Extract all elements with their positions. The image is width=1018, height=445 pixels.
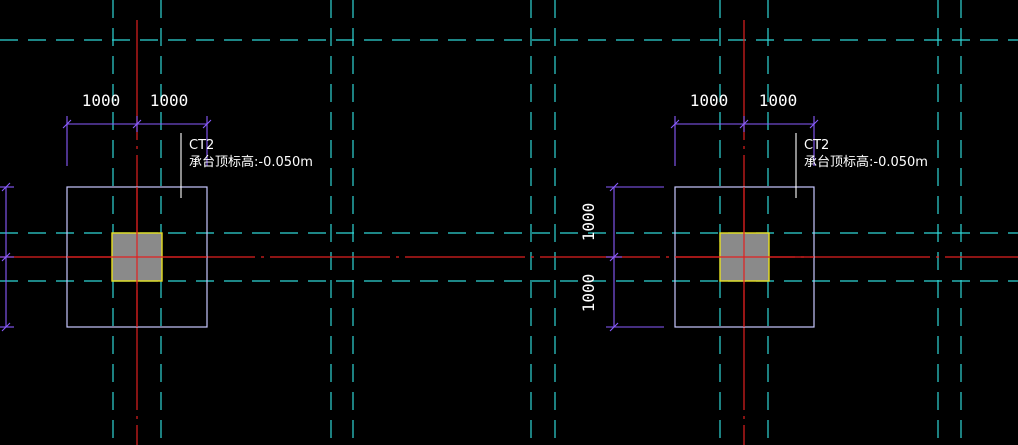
dimension-left-side — [0, 182, 14, 332]
dimension-top — [670, 116, 819, 166]
dimension-top — [62, 116, 212, 166]
dimension-left-value: 1000 — [82, 91, 121, 110]
pile-cap-name: CT2 — [804, 138, 829, 153]
pile-cap-elevation: 承台顶标高:-0.050m — [189, 154, 313, 170]
dimension-side — [606, 182, 664, 332]
dimension-left-value: 1000 — [690, 91, 729, 110]
pile-cap-left[interactable]: 1000 1000 CT2 承台顶标高:-0.050m — [0, 91, 313, 332]
dimension-lower-value: 1000 — [579, 274, 598, 313]
dimension-right-value: 1000 — [759, 91, 798, 110]
pile-cap-name: CT2 — [189, 138, 214, 153]
pile-cap-right[interactable]: 1000 1000 1000 1000 CT2 承台顶标高:-0.050m — [579, 91, 928, 332]
dimension-upper-value: 1000 — [579, 203, 598, 242]
dimension-right-value: 1000 — [150, 91, 189, 110]
pile-cap-elevation: 承台顶标高:-0.050m — [804, 154, 928, 170]
